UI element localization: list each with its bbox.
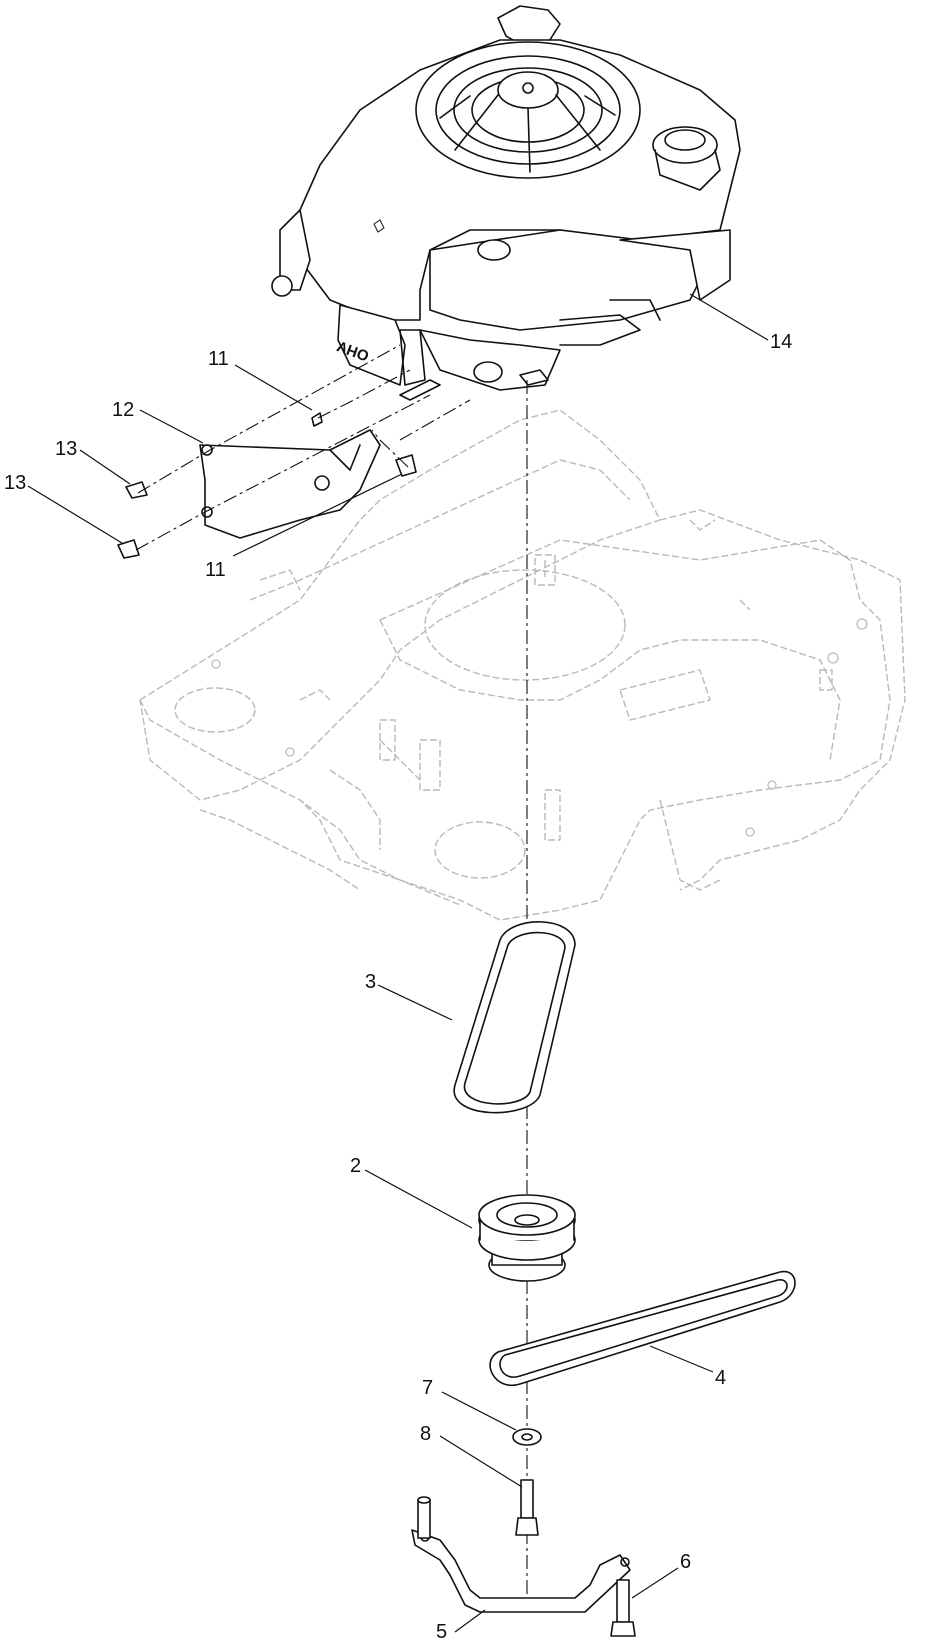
svg-text:6: 6 [680, 1551, 691, 1573]
svg-text:13: 13 [4, 472, 26, 494]
svg-text:12: 12 [112, 399, 134, 421]
engine: OHV [271, 5, 741, 401]
svg-text:7: 7 [422, 1377, 433, 1399]
svg-text:11: 11 [208, 348, 229, 370]
callout-8: 8 [420, 1423, 523, 1488]
svg-text:4: 4 [715, 1367, 726, 1389]
svg-text:11: 11 [205, 559, 226, 581]
callout-13-upper: 13 [55, 438, 131, 485]
svg-text:14: 14 [770, 331, 792, 353]
washer-7 [512, 1428, 542, 1446]
svg-text:2: 2 [350, 1155, 361, 1177]
callout-14: 14 [689, 293, 792, 353]
callout-11-top: 11 [208, 348, 313, 411]
svg-text:13: 13 [55, 438, 77, 460]
svg-text:3: 3 [365, 971, 376, 993]
assembly-lines [135, 344, 528, 1600]
bolt-8 [515, 1479, 539, 1536]
callout-6: 6 [631, 1551, 691, 1599]
callout-11-bottom: 11 [205, 473, 403, 581]
frame-phantom [139, 409, 906, 921]
callout-2: 2 [350, 1155, 473, 1229]
callout-12: 12 [112, 399, 204, 444]
callout-3: 3 [365, 971, 453, 1021]
callout-4: 4 [649, 1345, 726, 1389]
callout-5: 5 [436, 1609, 486, 1642]
belt-3 [453, 921, 576, 1114]
svg-text:5: 5 [436, 1621, 447, 1642]
callout-7: 7 [422, 1377, 517, 1431]
pulley-2 [478, 1194, 576, 1282]
bracket [199, 429, 381, 539]
svg-text:8: 8 [420, 1423, 431, 1445]
stud-6 [610, 1579, 636, 1637]
bracket-5 [411, 1496, 631, 1613]
belt-4 [489, 1270, 796, 1387]
callout-13-lower: 13 [4, 472, 123, 544]
